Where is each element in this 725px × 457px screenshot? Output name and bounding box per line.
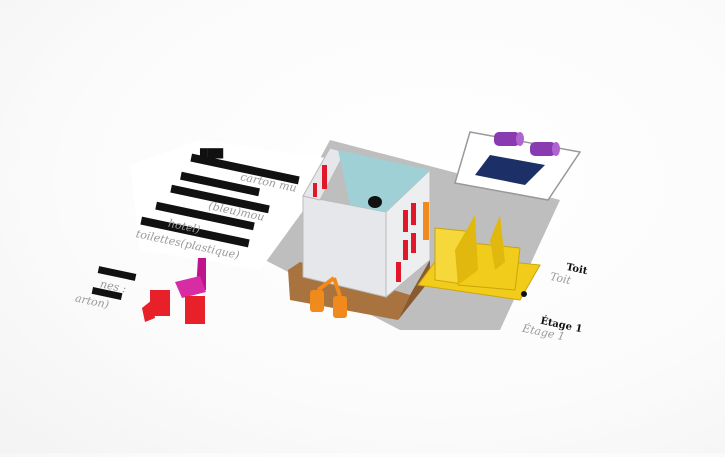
label-block-left: ▇▇▇ — [200, 148, 224, 159]
seats — [142, 290, 205, 324]
inner-wall — [338, 150, 430, 212]
roof-panels — [417, 215, 541, 301]
pillow-right — [530, 142, 560, 156]
chair-seat — [175, 276, 206, 298]
pillow-left — [494, 132, 524, 146]
marker — [521, 291, 527, 297]
windows — [313, 165, 416, 282]
toilet — [368, 196, 382, 208]
bed-sheet — [475, 155, 545, 185]
pipes — [310, 202, 429, 318]
base-side — [398, 260, 430, 320]
